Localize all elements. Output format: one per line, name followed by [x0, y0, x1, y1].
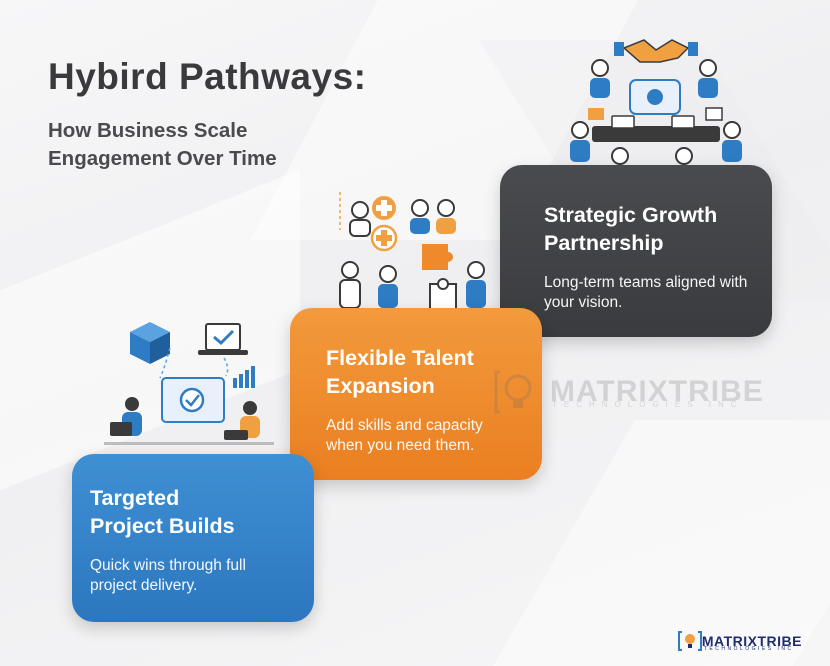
card-description: Quick wins through full project delivery… — [90, 557, 246, 594]
logo-tagline: TECHNOLOGIES INC — [703, 646, 794, 652]
logo-name: MATRIXTRIBE — [701, 633, 802, 649]
card-description: Long-term teams aligned with your vision… — [544, 274, 748, 311]
handshake-icon — [614, 39, 698, 63]
people-icon — [339, 199, 486, 309]
card-description: Add skills and capacity when you need th… — [326, 417, 483, 454]
laptop-check-icon — [198, 323, 248, 355]
watermark-tagline: TECHNOLOGIES INC — [552, 400, 744, 409]
partnership-illustration — [570, 39, 742, 165]
meeting-table-icon — [588, 107, 723, 142]
people-icon — [104, 397, 274, 445]
company-logo[interactable]: MATRIXTRIBE TECHNOLOGIES INC — [677, 630, 802, 652]
puzzle-icon — [422, 244, 457, 311]
people-icon — [570, 59, 742, 165]
project-builds-illustration — [104, 322, 274, 445]
talent-expansion-illustration — [339, 192, 486, 311]
bar-chart-icon — [233, 366, 255, 388]
box-icon — [130, 322, 170, 364]
bulb-icon — [677, 631, 702, 651]
watermark: MATRIXTRIBE TECHNOLOGIES INC — [492, 366, 764, 418]
page-subtitle: How Business Scale Engagement Over Time — [48, 119, 277, 170]
bulb-icon — [494, 370, 532, 414]
page-title: Hybird Pathways: — [48, 56, 367, 97]
watermark-name: MATRIXTRIBE — [550, 375, 764, 408]
